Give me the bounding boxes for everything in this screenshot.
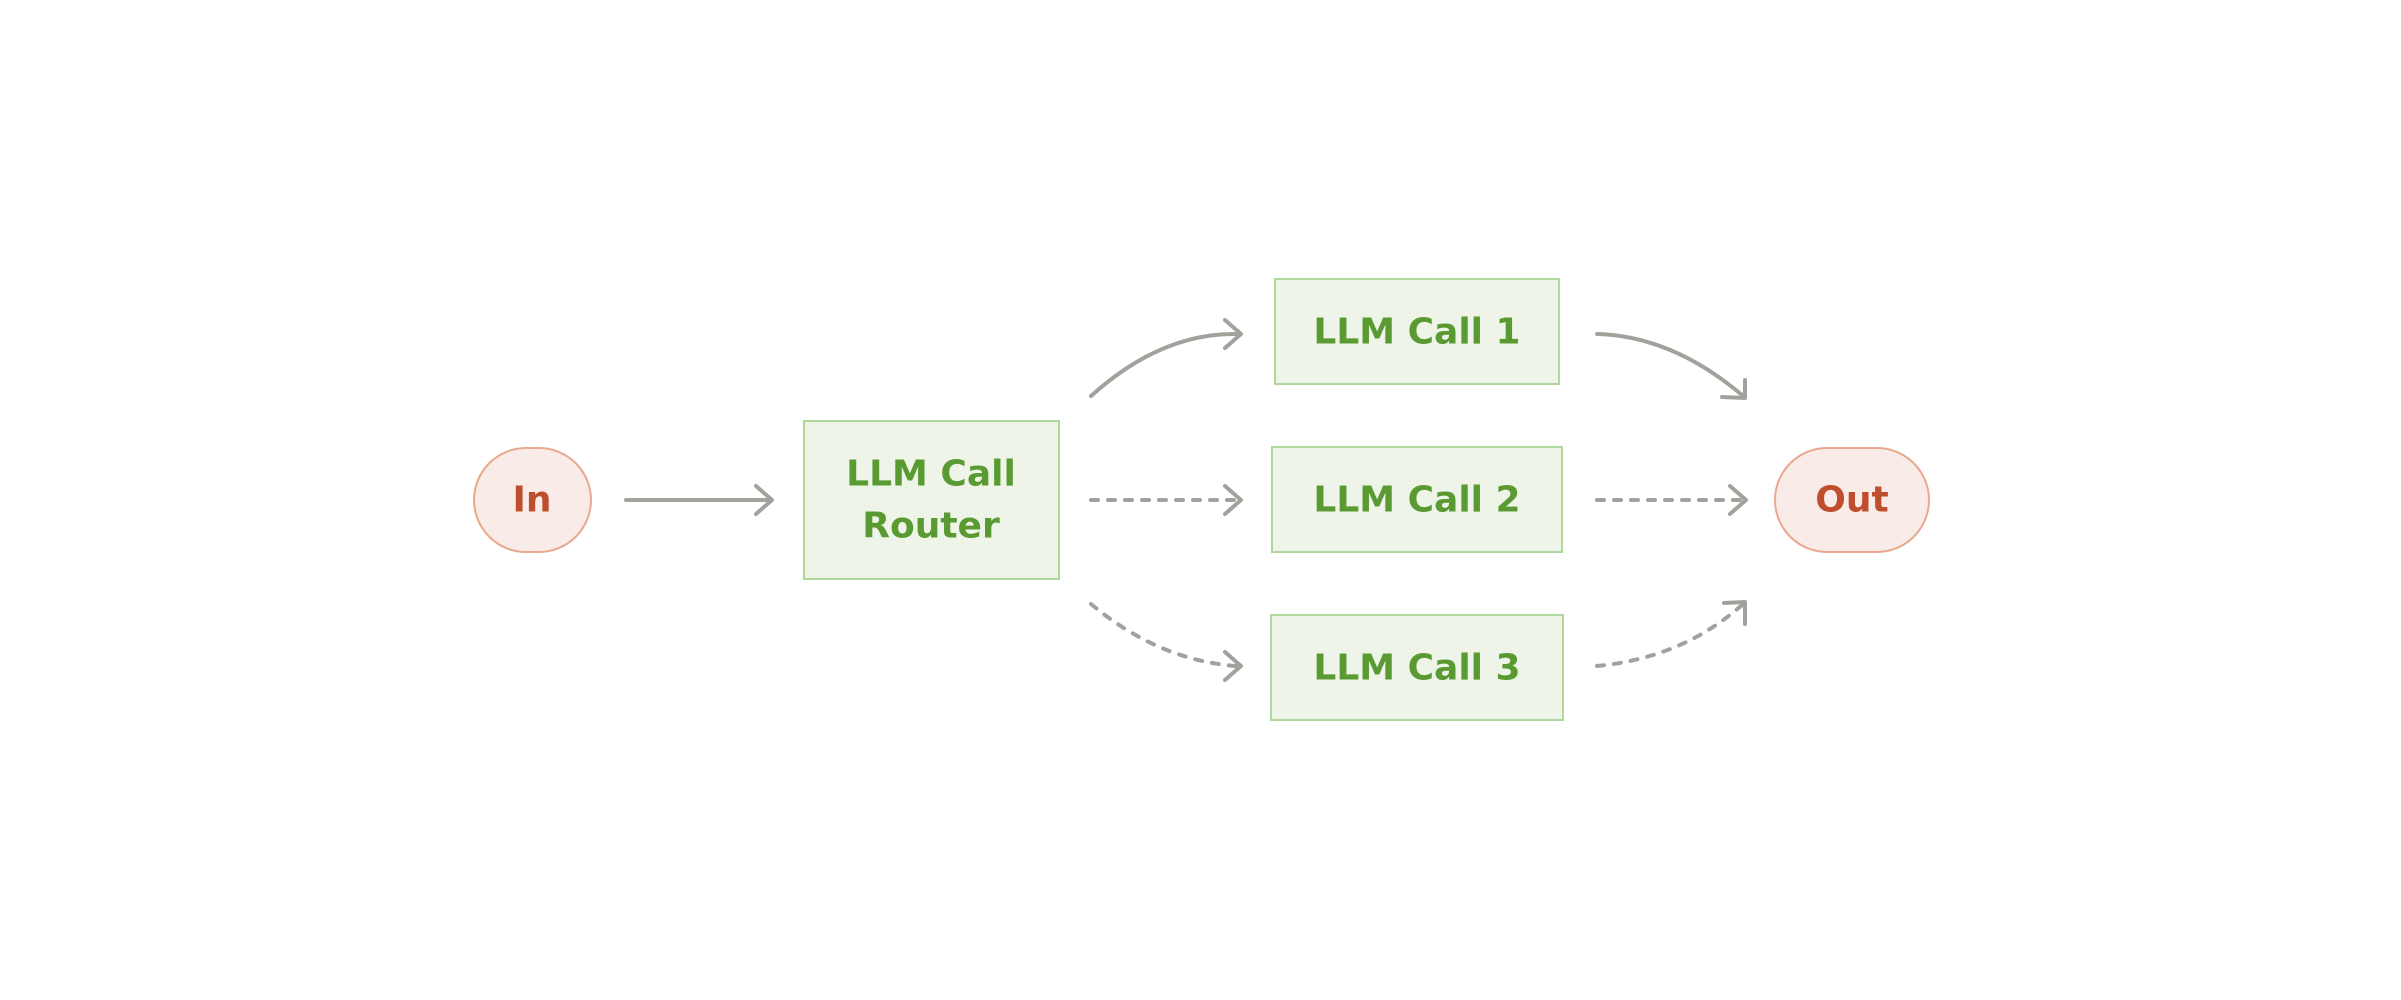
output-node-shape bbox=[1774, 447, 1930, 553]
llm-call-3-node: LLM Call 3 bbox=[1270, 614, 1564, 721]
input-node-label: In bbox=[512, 480, 551, 521]
edge-call3-to-out bbox=[1595, 600, 1747, 668]
llm-call-1-shape bbox=[1274, 278, 1560, 385]
output-node: Out bbox=[1774, 447, 1930, 553]
llm-call-3-shape bbox=[1270, 614, 1564, 721]
edge-call2-to-out bbox=[1595, 484, 1748, 516]
llm-call-2-shape bbox=[1271, 446, 1563, 553]
edges bbox=[624, 318, 1748, 682]
router-node-label-line1: LLM Call bbox=[846, 454, 1016, 495]
edge-in-to-router bbox=[624, 484, 774, 516]
llm-call-2-node: LLM Call 2 bbox=[1271, 446, 1563, 553]
edge-router-to-call2 bbox=[1089, 484, 1243, 516]
edge-router-to-call1 bbox=[1089, 318, 1243, 398]
llm-call-1-label: LLM Call 1 bbox=[1313, 312, 1520, 353]
edge-router-to-call3 bbox=[1089, 602, 1243, 682]
input-node: In bbox=[473, 447, 592, 553]
llm-call-2-label: LLM Call 2 bbox=[1313, 480, 1520, 521]
llm-call-3-label: LLM Call 3 bbox=[1313, 648, 1520, 689]
edge-call1-to-out bbox=[1595, 332, 1747, 400]
llm-call-1-node: LLM Call 1 bbox=[1274, 278, 1560, 385]
router-node-label-line2: Router bbox=[862, 506, 1000, 547]
output-node-label: Out bbox=[1815, 480, 1888, 521]
input-node-shape bbox=[473, 447, 592, 553]
router-node-shape bbox=[803, 420, 1060, 580]
router-node: LLM Call Router bbox=[803, 420, 1060, 580]
